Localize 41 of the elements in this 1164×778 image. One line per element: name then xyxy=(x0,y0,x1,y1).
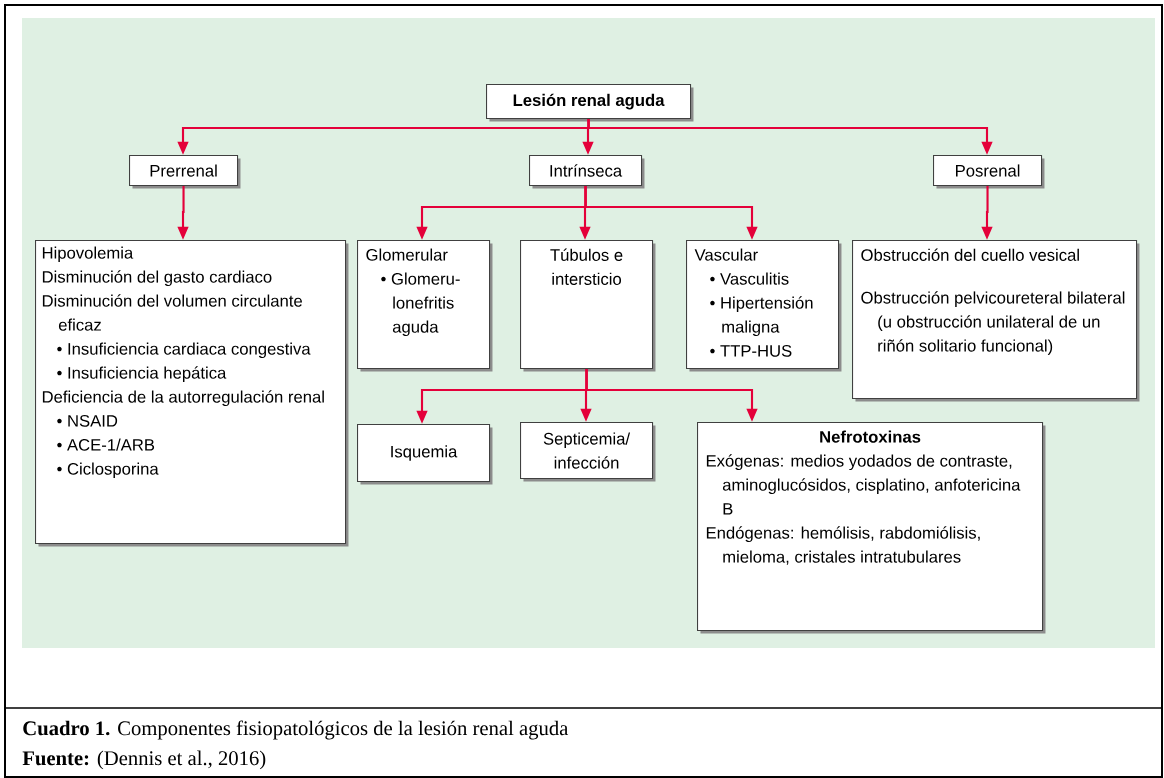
list-item: • Ciclosporina xyxy=(57,462,159,479)
text-box xyxy=(129,155,241,189)
list-item: Hipovolemia xyxy=(42,246,134,263)
list-item: Obstrucción del cuello vesical xyxy=(861,248,1079,261)
node-label: Septicemia/ infección xyxy=(543,432,631,469)
list-item: • Insuficiencia cardiaca congestiva xyxy=(57,342,311,359)
text-box xyxy=(357,240,493,372)
text-box xyxy=(933,155,1045,189)
text-box xyxy=(486,84,694,122)
node-label: Prerrenal xyxy=(150,164,217,177)
node-label: Intrínseca xyxy=(550,164,623,177)
list-item: • Hipertensión maligna xyxy=(710,296,813,337)
text-box xyxy=(357,424,493,485)
list-item: Endógenas: hemólisis, rabdomiólisis, mieloma, cristales intratubulares xyxy=(706,526,980,565)
node-label: Túbulos e intersticio xyxy=(550,248,623,285)
text-box xyxy=(852,240,1140,402)
node-label: Posrenal xyxy=(956,164,1020,177)
list-item: Disminución del volumen circulante eficaz xyxy=(42,294,302,331)
text-box xyxy=(697,422,1046,634)
heading: Lesión renal aguda xyxy=(513,93,665,110)
list-item: • NSAID xyxy=(57,415,118,427)
list-item: • Vasculitis xyxy=(710,272,789,285)
list-item: Glomerular xyxy=(366,248,448,261)
list-item: Exógenas: medios yodados de contraste, aminoglucósidos, cisplatino, anfotericina B xyxy=(706,454,1021,515)
list-item: • Glomeru-lonefritis aguda xyxy=(381,272,460,337)
caption-text: Cuadro 1. Componentes fisiopatológicos de la lesión renal aguda xyxy=(23,720,569,740)
list-item: • TTP-HUS xyxy=(710,345,792,357)
text-box xyxy=(529,155,645,189)
text-box xyxy=(35,240,349,547)
list-item: • Insuficiencia hepática xyxy=(57,366,227,383)
list-item: Disminución del gasto cardiaco xyxy=(42,270,272,287)
node-label: Isquemia xyxy=(391,445,458,461)
text-box xyxy=(520,240,656,372)
text-box xyxy=(686,240,842,372)
list-item: Vascular xyxy=(694,248,758,261)
list-item: Deficiencia de la autorregulación renal xyxy=(42,390,324,407)
caption-text: Fuente: (Dennis et al., 2016) xyxy=(22,750,266,770)
text-box xyxy=(520,422,656,482)
list-item: Obstrucción pelvicoureteral bilateral (u obstrucción unilateral de un riñón solitario funcional) xyxy=(861,291,1125,355)
list-item: • ACE-1/ARB xyxy=(57,438,155,451)
heading: Nefrotoxinas xyxy=(820,430,921,443)
